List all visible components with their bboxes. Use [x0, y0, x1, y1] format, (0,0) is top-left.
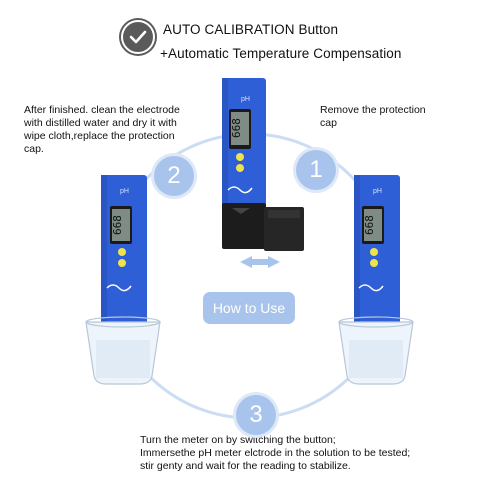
header-line-2: +Automatic Temperature Compensation: [160, 46, 402, 61]
center-meter: pH: [222, 78, 266, 249]
right-meter: pH: [354, 175, 400, 327]
step-3-badge: 3: [236, 395, 276, 435]
right-meter-display: 668: [363, 215, 376, 235]
note-right: Remove the protection cap: [320, 104, 426, 129]
how-to-use-badge: How to Use: [203, 292, 295, 324]
right-beaker: [338, 316, 414, 385]
note-bottom-line-2: Immersethe pH meter elctrode in the solu…: [140, 447, 411, 459]
note-bottom-line-1: Turn the meter on by switching the butto…: [140, 434, 336, 446]
center-meter-display: 668: [230, 118, 243, 138]
center-meter-label: pH: [241, 96, 250, 103]
double-arrow-icon: [240, 256, 280, 268]
left-meter: pH: [101, 175, 147, 327]
protection-cap: [264, 207, 304, 251]
header-line-1: AUTO CALIBRATION Button: [163, 22, 339, 37]
left-meter-label: pH: [120, 188, 129, 195]
step-2-badge: 2: [154, 156, 194, 196]
check-circle-icon: [121, 20, 155, 54]
step-1-badge: 1: [296, 150, 336, 190]
left-beaker: [85, 316, 161, 385]
right-meter-label: pH: [373, 188, 382, 195]
left-meter-display: 668: [111, 215, 124, 235]
note-bottom-line-3: stir genty and wait for the reading to s…: [140, 460, 351, 472]
note-left: After finished. clean the electrode with…: [24, 104, 180, 155]
note-bottom: Turn the meter on by switching the butto…: [140, 434, 490, 473]
